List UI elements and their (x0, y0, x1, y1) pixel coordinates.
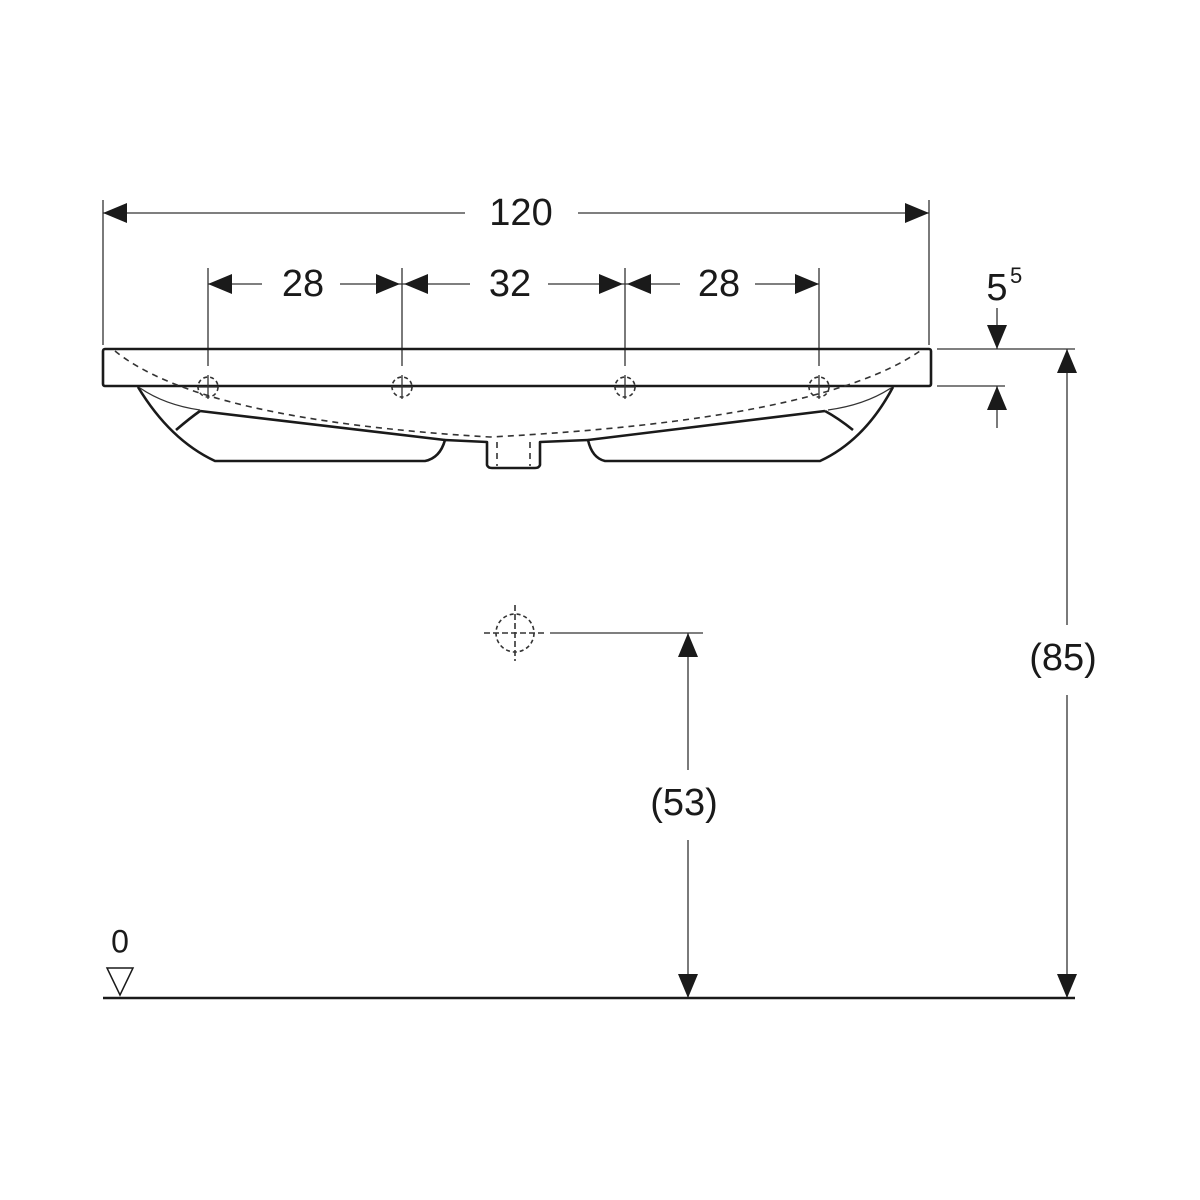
floor-level-label: 0 (111, 923, 129, 959)
hole-spacing-left: 28 (282, 263, 324, 305)
overall-width-dimension: 120 (102, 192, 930, 345)
rim-thickness-superscript: 5 (1010, 263, 1022, 288)
hole-spacing-dimensions: 28 32 28 (207, 263, 820, 366)
rim-thickness-dimension: 5 5 (937, 263, 1075, 428)
overall-width-label: 120 (489, 192, 552, 234)
hole-spacing-right: 28 (698, 263, 740, 305)
floor-level: 0 (103, 923, 1075, 1000)
level-marker-icon (105, 967, 135, 997)
waste-height-dimension: (53) (484, 605, 718, 998)
overall-height-label: (85) (1029, 637, 1097, 679)
tap-hole-icon (808, 375, 830, 399)
waste-height-label: (53) (650, 782, 718, 824)
tap-hole-icon (614, 375, 636, 399)
hole-spacing-center: 32 (489, 263, 531, 305)
waste-outlet-crosshair-icon (484, 605, 546, 661)
tap-hole-icon (391, 375, 413, 399)
rim-thickness-label: 5 (986, 267, 1007, 309)
tap-hole-icon (197, 375, 219, 399)
basin-outline (101, 347, 933, 470)
overall-height-dimension: (85) (1029, 349, 1097, 998)
tap-holes (197, 375, 830, 399)
